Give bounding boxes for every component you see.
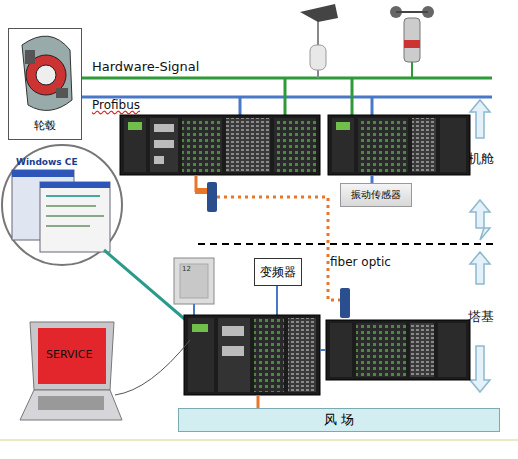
os-label: Windows CE xyxy=(16,158,78,168)
hardware-signal-bus xyxy=(82,77,492,80)
hub-box: 轮毂 xyxy=(8,28,82,140)
side-arrows xyxy=(470,100,490,392)
node-text: 风 场 xyxy=(324,411,354,429)
panel-number: 12 xyxy=(182,266,191,274)
service-laptop xyxy=(20,322,190,420)
inverter-box: 变频器 xyxy=(254,258,302,286)
section-divider xyxy=(198,243,498,245)
fiber-module xyxy=(207,182,217,212)
wind-vane xyxy=(300,4,338,78)
wind-farm-band: 风 场 xyxy=(178,408,500,432)
hmi-panel xyxy=(174,258,214,304)
anemometer xyxy=(390,6,434,78)
node-text: 振动传感器 xyxy=(351,188,401,202)
plc-rack-lower-right xyxy=(326,320,470,380)
node-text: 轮毂 xyxy=(34,118,56,133)
plc-rack-upper-right xyxy=(328,115,470,175)
plc-rack-upper xyxy=(120,115,320,175)
screen-text: SERVICE xyxy=(46,349,92,361)
node-text: 变频器 xyxy=(260,264,296,281)
profibus-bus xyxy=(82,96,492,99)
sensor-box: 振动传感器 xyxy=(340,183,412,207)
bus-label: Hardware-Signal xyxy=(92,60,199,74)
hub-illustration xyxy=(22,36,72,110)
plc-rack-lower xyxy=(184,315,320,395)
link-label: fiber optic xyxy=(330,256,391,269)
bus-drops xyxy=(240,78,372,116)
fiber-optic-link xyxy=(217,197,340,300)
section-label: 塔基 xyxy=(468,310,494,324)
bus-label: Profibus xyxy=(92,99,140,112)
section-label: 机舱 xyxy=(468,152,494,166)
windows-ce-callout xyxy=(2,145,188,322)
fiber-module xyxy=(340,288,350,318)
